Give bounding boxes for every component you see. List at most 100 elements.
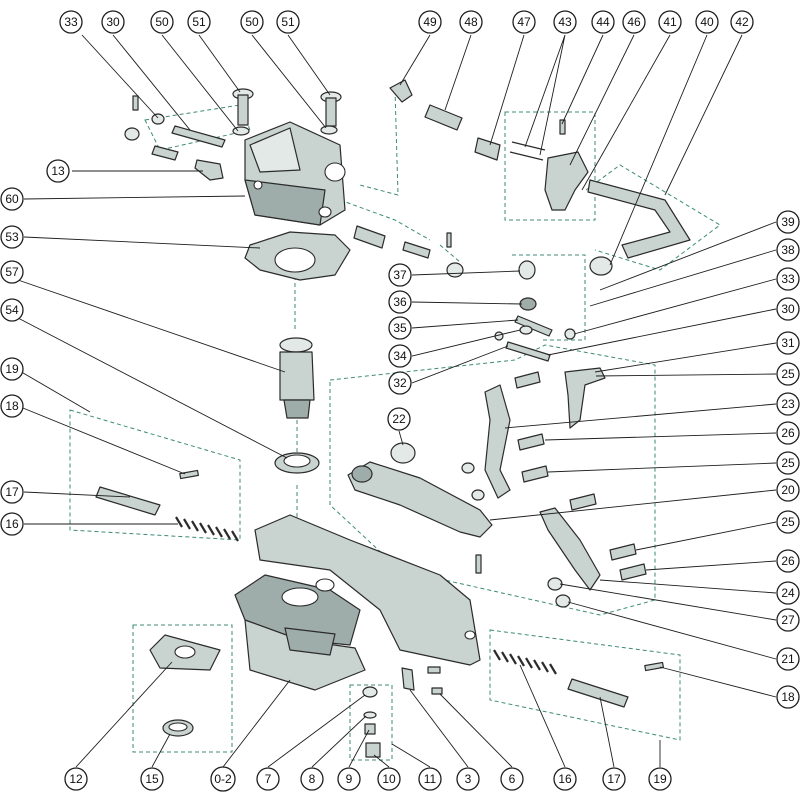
svg-text:35: 35 xyxy=(393,321,407,335)
part-pin-small xyxy=(132,95,139,111)
leader-11 xyxy=(391,743,431,768)
leader-53 xyxy=(23,236,261,249)
callout-16-bottom: 16 xyxy=(553,767,577,791)
svg-text:49: 49 xyxy=(423,15,437,29)
leader-46 xyxy=(569,34,635,166)
callout-38: 38 xyxy=(776,238,800,262)
leader-49 xyxy=(399,34,431,86)
leader-22 xyxy=(398,430,404,446)
svg-text:24: 24 xyxy=(781,586,795,600)
part-26-bolt-a xyxy=(517,433,545,451)
svg-text:15: 15 xyxy=(145,772,159,786)
svg-text:32: 32 xyxy=(393,376,407,390)
svg-text:19: 19 xyxy=(653,772,667,786)
leader-30a xyxy=(112,34,191,131)
leader-21 xyxy=(567,601,777,660)
svg-text:33: 33 xyxy=(64,15,78,29)
callout-21: 21 xyxy=(776,647,800,671)
leader-12 xyxy=(75,661,173,768)
callout-16-left: 16 xyxy=(0,512,24,536)
callout-35: 35 xyxy=(388,316,412,340)
leader-54 xyxy=(17,317,288,459)
callout-30-top-left: 30 xyxy=(101,10,125,34)
svg-text:0-2: 0-2 xyxy=(214,772,232,786)
part-16-spring-right xyxy=(493,649,557,675)
svg-text:7: 7 xyxy=(265,772,272,786)
svg-text:54: 54 xyxy=(5,303,19,317)
callout-50-top-mid: 50 xyxy=(240,10,264,34)
part-43-pins xyxy=(509,141,546,161)
leader-60 xyxy=(23,195,246,200)
leader-37 xyxy=(411,270,521,276)
leader-30b xyxy=(547,308,777,356)
callout-48: 48 xyxy=(459,10,483,34)
part-bolt-mid xyxy=(569,493,597,511)
svg-text:53: 53 xyxy=(5,230,19,244)
part-9-sleeve xyxy=(364,723,376,735)
callout-9: 9 xyxy=(337,767,361,791)
part-50-washer-left xyxy=(232,126,250,136)
svg-text:51: 51 xyxy=(192,15,206,29)
svg-text:42: 42 xyxy=(735,15,749,29)
leader-18b xyxy=(659,666,777,698)
leader-34 xyxy=(411,329,521,357)
svg-text:51: 51 xyxy=(281,15,295,29)
part-24-link xyxy=(539,507,601,591)
svg-text:46: 46 xyxy=(627,15,641,29)
leader-38 xyxy=(589,249,777,307)
callout-24: 24 xyxy=(776,581,800,605)
leader-51b xyxy=(287,34,331,96)
svg-text:31: 31 xyxy=(781,336,795,350)
part-18-pin-left xyxy=(179,469,199,480)
callouts: 33 30 50 51 50 51 49 48 47 43 44 46 41 4… xyxy=(0,10,800,792)
callout-23: 23 xyxy=(776,392,800,416)
callout-50-top-left: 50 xyxy=(150,10,174,34)
svg-text:26: 26 xyxy=(781,426,795,440)
leader-27 xyxy=(559,583,777,621)
callout-3: 3 xyxy=(456,767,480,791)
leader-41 xyxy=(581,34,671,191)
leader-43 xyxy=(524,34,566,156)
callout-31: 31 xyxy=(776,331,800,355)
callout-36: 36 xyxy=(388,290,412,314)
svg-text:57: 57 xyxy=(5,265,19,279)
callout-18-right: 18 xyxy=(776,685,800,709)
part-48-sleeve xyxy=(424,104,463,131)
callout-26-right-a: 26 xyxy=(776,421,800,445)
assembly-group-lines xyxy=(69,89,721,761)
part-shaft-mid xyxy=(353,225,386,249)
part-54-ring xyxy=(274,452,320,474)
part-17-pin-right xyxy=(567,678,629,708)
callout-39: 39 xyxy=(776,210,800,234)
svg-text:13: 13 xyxy=(51,164,65,178)
leader-8 xyxy=(311,715,367,768)
leader-3 xyxy=(409,689,469,768)
part-3-key xyxy=(427,666,441,674)
callout-32: 32 xyxy=(388,371,412,395)
part-pin-vertical xyxy=(475,554,482,574)
leader-23 xyxy=(504,403,777,429)
callout-34: 34 xyxy=(388,344,412,368)
callout-26-right-b: 26 xyxy=(776,549,800,573)
part-17-pin-left xyxy=(95,486,161,516)
part-23-link xyxy=(484,384,511,499)
callout-17-left: 17 xyxy=(0,480,24,504)
group-outline-19-right xyxy=(489,629,681,741)
leader-50b xyxy=(251,34,327,129)
leader-24 xyxy=(599,579,777,594)
callout-17-bottom: 17 xyxy=(602,767,626,791)
callout-51-top-mid: 51 xyxy=(276,10,300,34)
part-pin-tiny xyxy=(446,232,452,248)
leader-39 xyxy=(599,221,777,291)
callout-11: 11 xyxy=(418,767,442,791)
axis-line-49 xyxy=(359,89,399,196)
leader-lines xyxy=(17,34,777,768)
leader-35 xyxy=(411,319,519,329)
svg-text:30: 30 xyxy=(106,15,120,29)
svg-text:37: 37 xyxy=(393,268,407,282)
part-27-ring xyxy=(547,577,563,591)
callout-51-top-left: 51 xyxy=(187,10,211,34)
leader-25b xyxy=(547,462,777,473)
svg-text:48: 48 xyxy=(464,15,478,29)
callout-25-right-b: 25 xyxy=(776,451,800,475)
